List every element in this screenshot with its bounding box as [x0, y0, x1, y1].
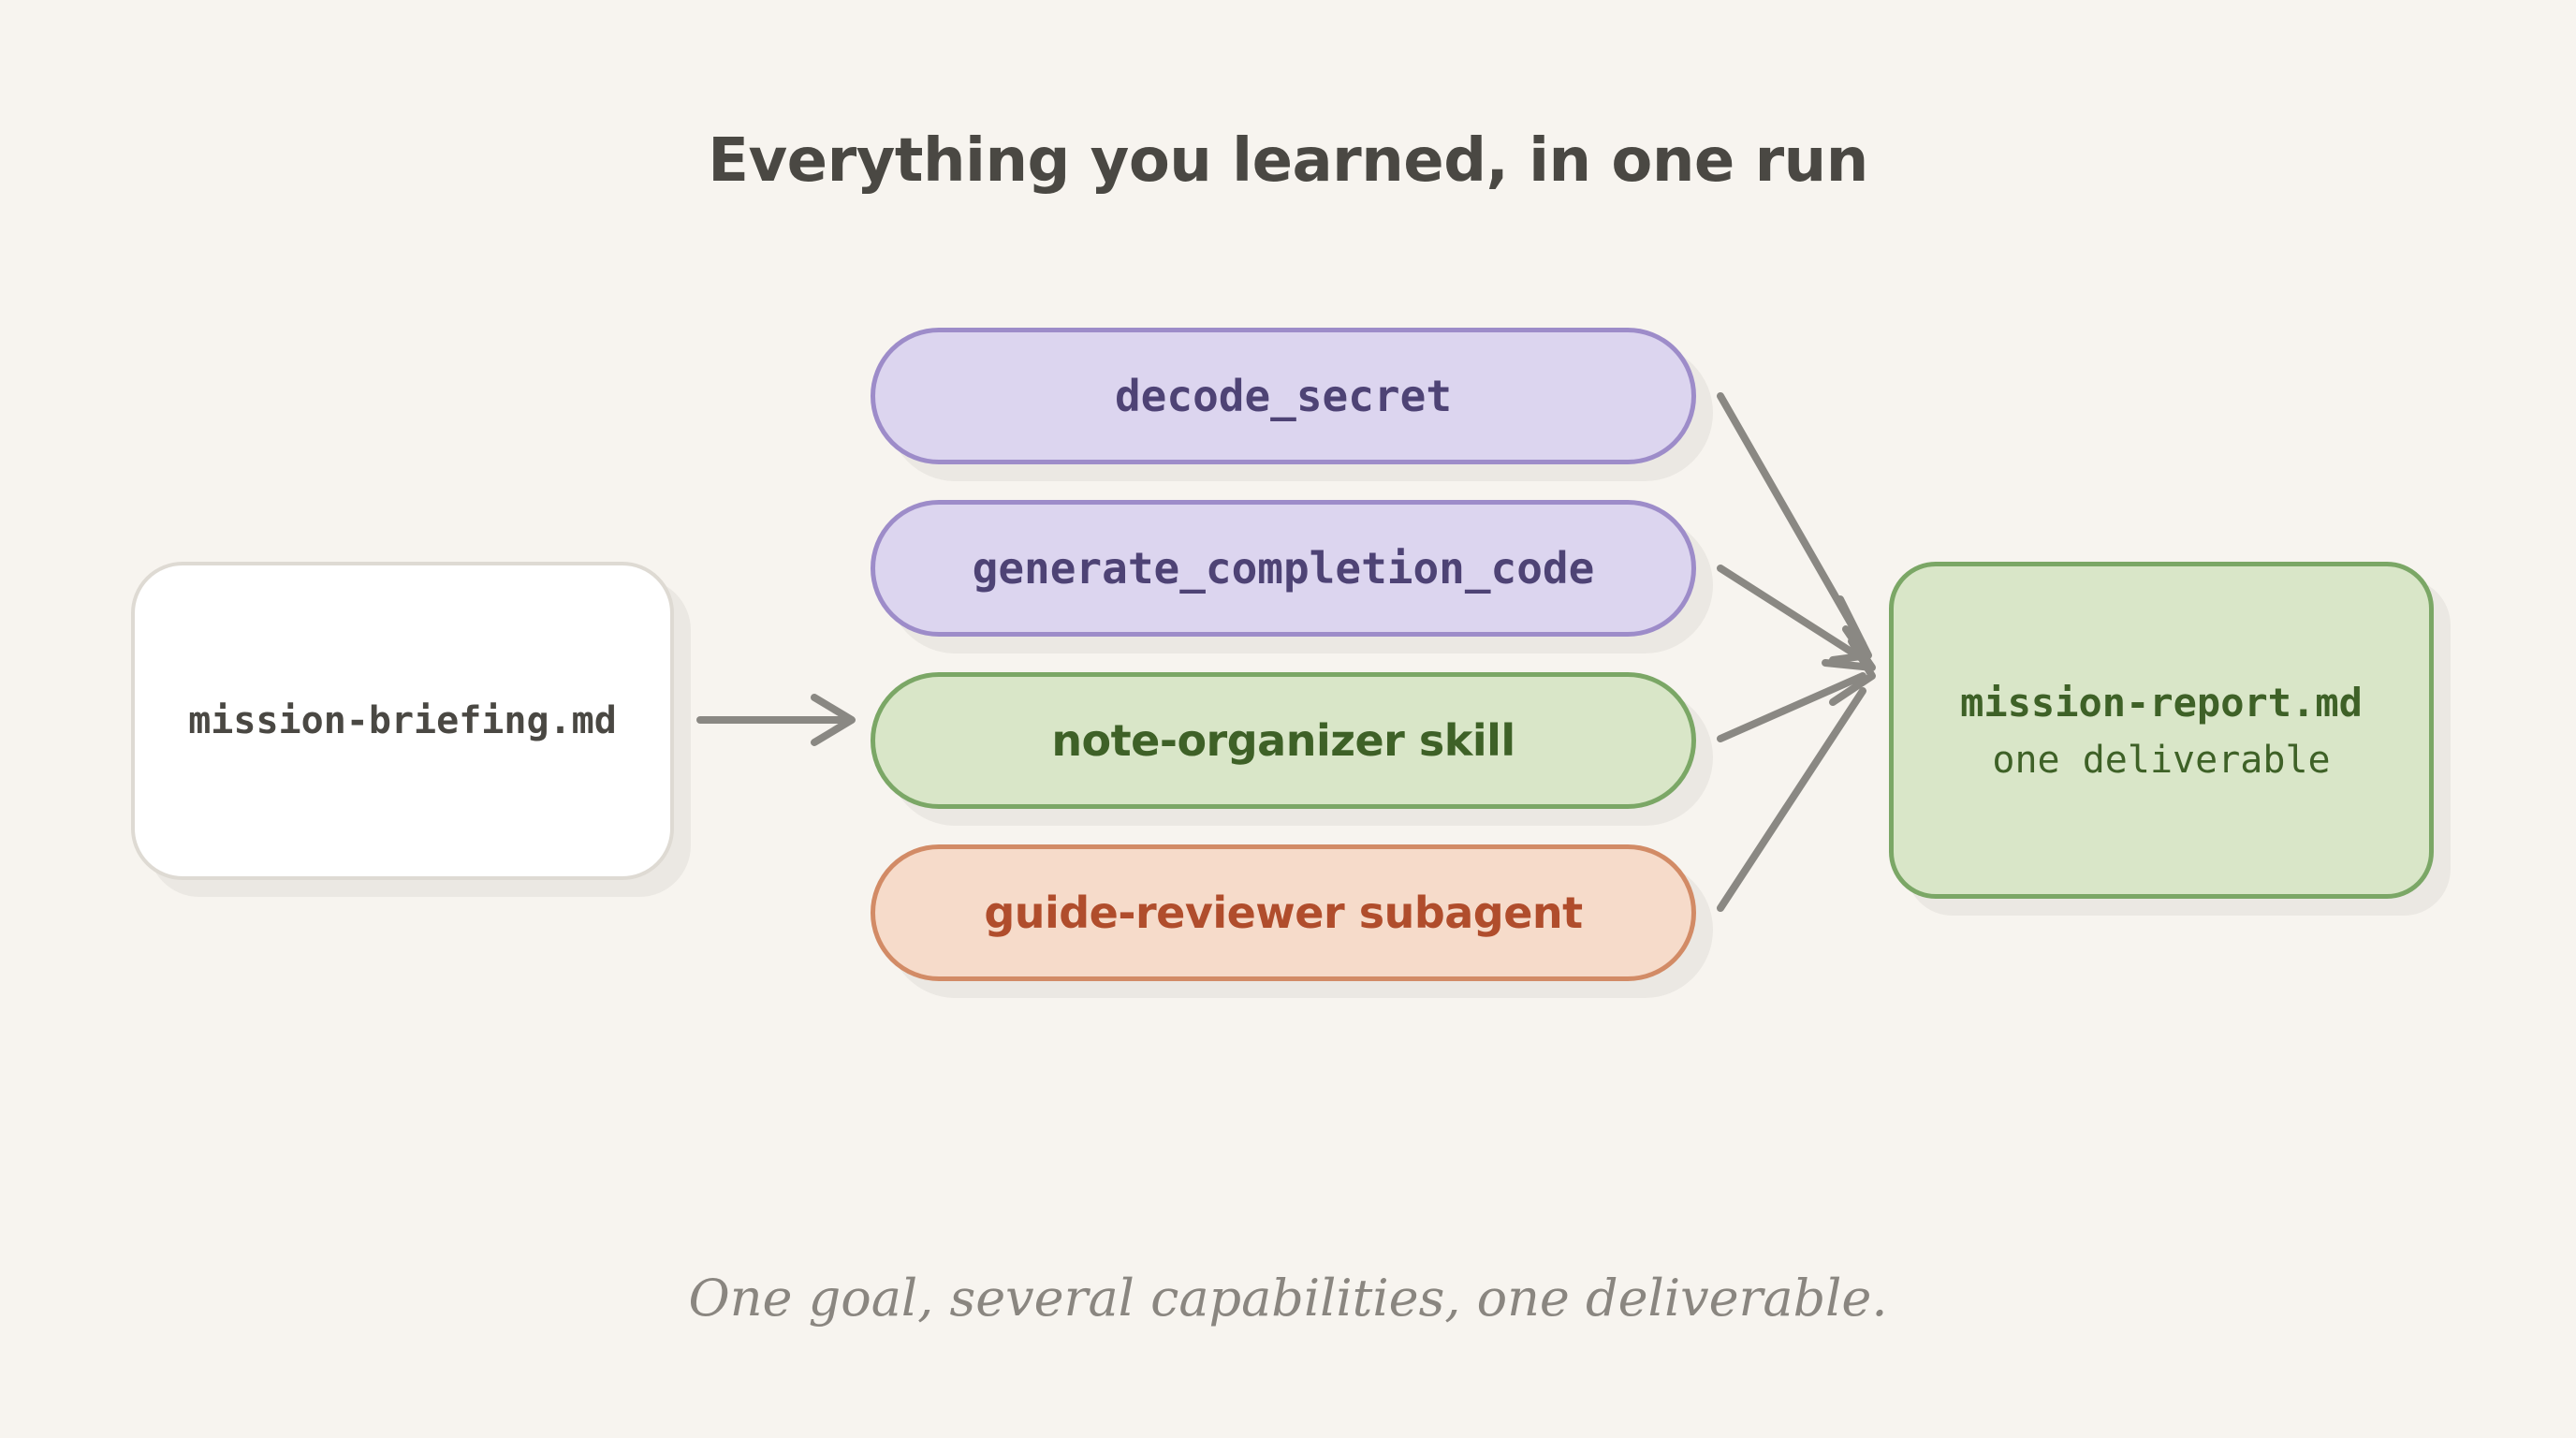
diagram-title: Everything you learned, in one run: [708, 126, 1868, 196]
capability-label: note-organizer skill: [1051, 715, 1515, 766]
arrow-generate-completion-code-to-output: [1717, 565, 1866, 663]
arrow-input-to-capabilities: [696, 694, 856, 746]
capability-generate-completion-code: generate_completion_code: [871, 500, 1696, 637]
output-file-label: mission-report.md: [1960, 679, 2363, 726]
capability-decode-secret: decode_secret: [871, 328, 1696, 464]
capability-guide-reviewer-subagent: guide-reviewer subagent: [871, 844, 1696, 981]
capability-label: generate_completion_code: [972, 543, 1595, 594]
output-file-sublabel: one deliverable: [1992, 738, 2331, 782]
arrow-note-organizer-skill-to-output: [1717, 672, 1866, 742]
capability-label: guide-reviewer subagent: [984, 888, 1583, 938]
arrow-guide-reviewer-subagent-to-output: [1717, 687, 1866, 912]
capability-label: decode_secret: [1114, 371, 1453, 421]
input-file-label: mission-briefing.md: [188, 699, 617, 742]
caption: One goal, several capabilities, one deli…: [688, 1269, 1888, 1328]
capability-note-organizer-skill: note-organizer skill: [871, 672, 1696, 809]
output-file-box: mission-report.md one deliverable: [1889, 562, 2434, 899]
input-file-box: mission-briefing.md: [131, 562, 674, 880]
arrowhead-output: [1822, 595, 1876, 706]
